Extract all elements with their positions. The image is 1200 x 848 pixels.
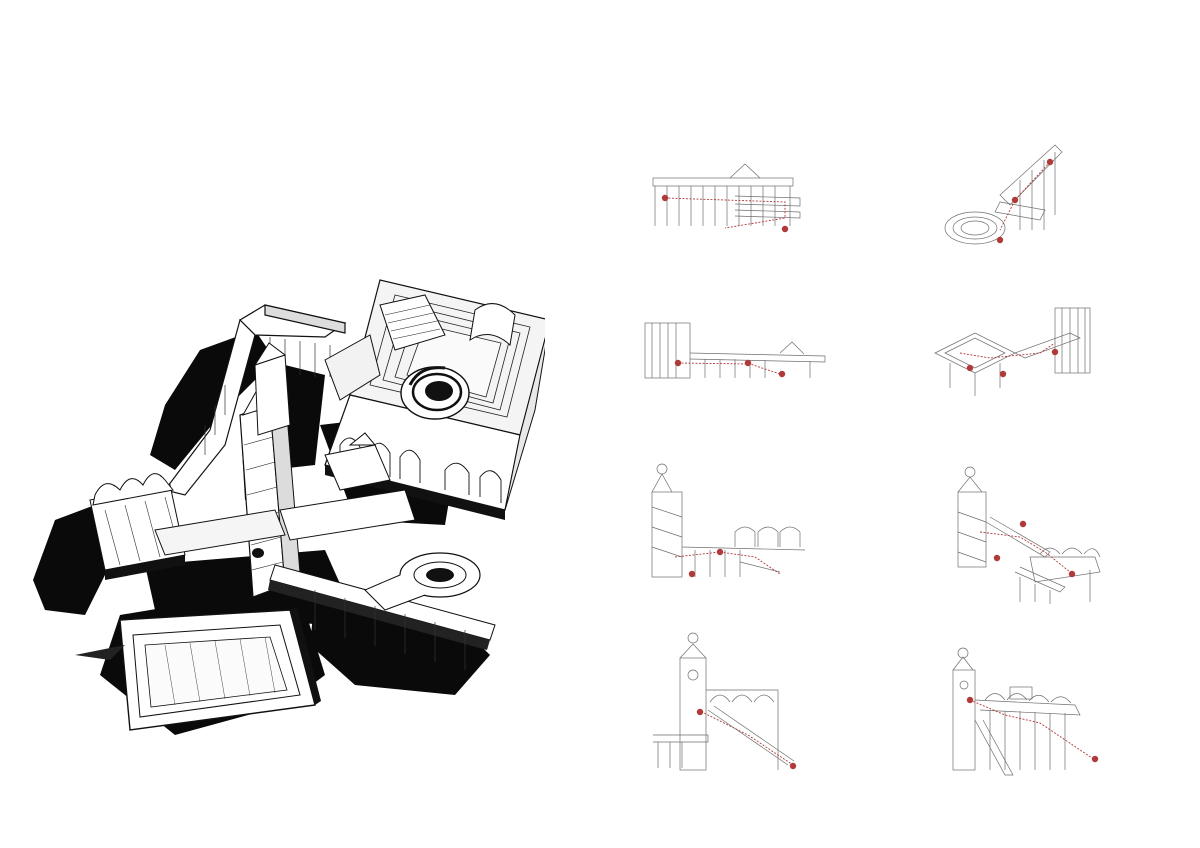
path-start-marker: [696, 708, 704, 716]
sequence-view-6: [950, 462, 1110, 607]
view-3-svg: [644, 322, 826, 379]
path-start-marker: [661, 194, 669, 202]
view-4-svg: [934, 307, 1091, 396]
view-8-svg: [952, 647, 1099, 776]
main-axonometric-drawing: [25, 265, 545, 755]
view-5-svg: [651, 463, 806, 578]
path-start-marker: [1046, 158, 1054, 166]
covered-walkway-loop: [163, 304, 347, 496]
central-tower: [239, 389, 302, 598]
connecting-wing: [154, 432, 416, 556]
path-end-marker: [778, 370, 786, 378]
path-mid-marker: [1019, 520, 1027, 528]
path-end-marker: [781, 225, 789, 233]
sequence-view-1: [645, 158, 805, 238]
path-start-marker: [716, 548, 724, 556]
sequence-view-5: [640, 462, 810, 580]
view-7-svg: [653, 632, 797, 771]
path-end-marker: [1051, 348, 1059, 356]
small-tower-west: [253, 342, 291, 436]
view-2-svg: [944, 144, 1063, 245]
path-start-marker: [993, 554, 1001, 562]
path-mid-marker: [999, 370, 1007, 378]
view-6-svg: [957, 466, 1101, 604]
view-1-svg: [652, 163, 801, 233]
spiral-ramp: [364, 552, 481, 611]
main-axonometric-svg: [33, 279, 545, 735]
sequence-view-3: [640, 318, 830, 383]
path-end-marker: [1091, 755, 1099, 763]
path-mid-marker: [688, 570, 696, 578]
path-start-marker: [966, 696, 974, 704]
courtyard-block: [324, 279, 545, 520]
path-mid-marker: [744, 359, 752, 367]
sequence-view-7: [648, 630, 813, 775]
path-end-marker: [789, 762, 797, 770]
bottom-framed-platform: [75, 607, 321, 731]
path-start-marker: [674, 359, 682, 367]
path-end-marker: [1068, 570, 1076, 578]
left-vaulted-pavilion: [89, 473, 186, 580]
path-start-marker: [966, 364, 974, 372]
sequence-view-2: [940, 140, 1070, 255]
sequence-view-4: [930, 298, 1105, 398]
path-mid-marker: [1011, 196, 1019, 204]
path-end-marker: [996, 236, 1004, 244]
sequence-view-8: [945, 645, 1105, 780]
